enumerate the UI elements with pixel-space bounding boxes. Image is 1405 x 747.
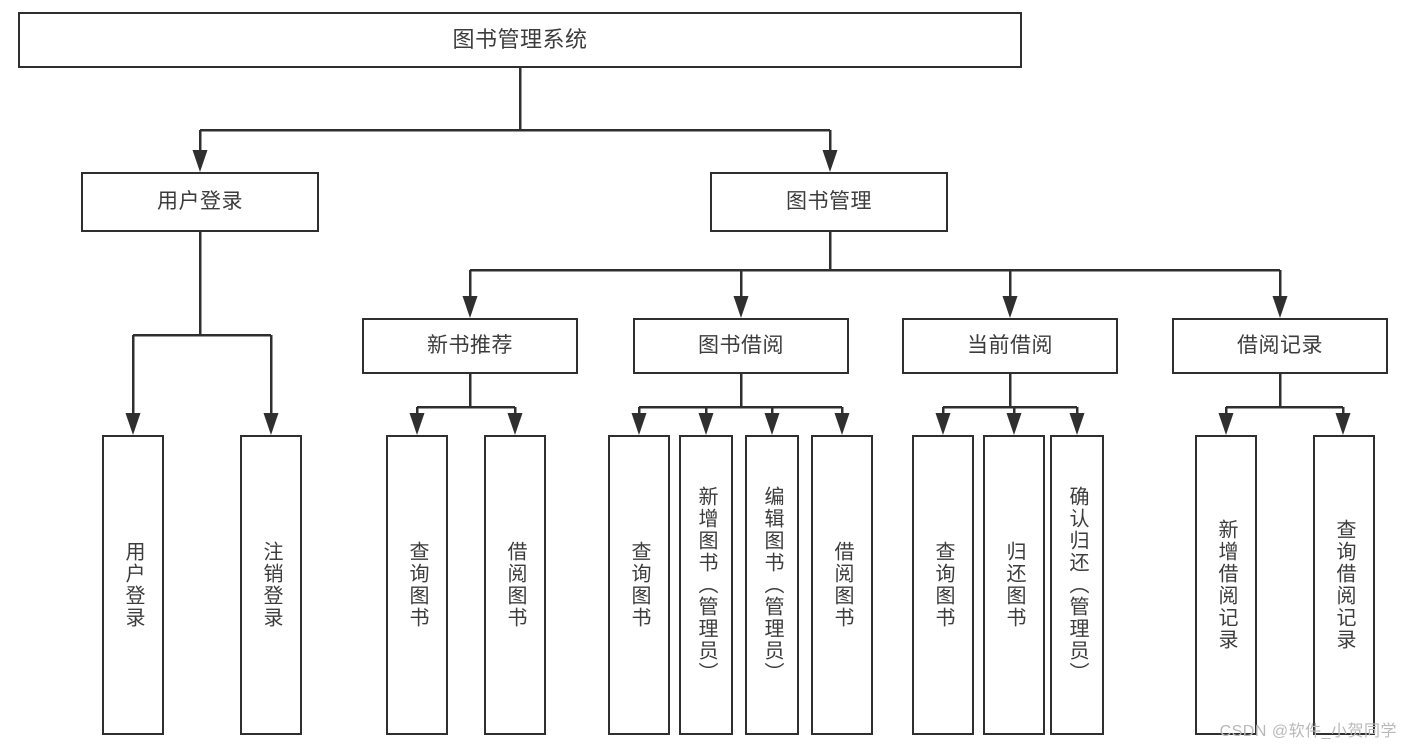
arrow-head <box>822 150 838 172</box>
node-root[interactable]: 图书管理系统 <box>18 12 1022 68</box>
leaf-node-12[interactable]: 查询借阅记录 <box>1313 435 1375 735</box>
node-label: 当前借阅 <box>967 334 1053 358</box>
arrow-head <box>698 413 714 435</box>
node-label: 借阅图书 <box>504 541 526 629</box>
leaf-node-6[interactable]: 编辑图书（管理员） <box>745 435 799 735</box>
node-label: 确认归还（管理员） <box>1066 486 1088 684</box>
node-label: 查询图书 <box>406 541 428 629</box>
arrow-head <box>462 296 478 318</box>
leaf-node-10[interactable]: 确认归还（管理员） <box>1050 435 1104 735</box>
arrow-head <box>263 413 279 435</box>
arrow-head <box>631 413 647 435</box>
node-label: 借阅记录 <box>1237 334 1323 358</box>
node-label: 编辑图书（管理员） <box>761 486 783 684</box>
leaf-node-9[interactable]: 归还图书 <box>983 435 1045 735</box>
node-l3-3[interactable]: 借阅记录 <box>1172 318 1388 374</box>
node-l3-1[interactable]: 图书借阅 <box>633 318 849 374</box>
arrow-head <box>1069 413 1085 435</box>
node-label: 查询借阅记录 <box>1333 519 1355 651</box>
arrow-head <box>834 413 850 435</box>
node-l2-0[interactable]: 用户登录 <box>81 172 319 232</box>
node-label: 查询图书 <box>628 541 650 629</box>
node-l3-0[interactable]: 新书推荐 <box>362 318 578 374</box>
arrow-head <box>1006 413 1022 435</box>
arrow-head <box>935 413 951 435</box>
node-label: 新增图书（管理员） <box>695 486 717 684</box>
arrow-head <box>1272 296 1288 318</box>
leaf-node-1[interactable]: 注销登录 <box>240 435 302 735</box>
arrow-head <box>1002 296 1018 318</box>
leaf-node-3[interactable]: 借阅图书 <box>484 435 546 735</box>
node-l2-1[interactable]: 图书管理 <box>710 172 948 232</box>
leaf-node-11[interactable]: 新增借阅记录 <box>1195 435 1257 735</box>
node-label: 图书借阅 <box>698 334 784 358</box>
node-label: 图书管理 <box>786 190 872 214</box>
node-label: 新书推荐 <box>427 334 513 358</box>
leaf-node-8[interactable]: 查询图书 <box>912 435 974 735</box>
arrow-head <box>1335 413 1351 435</box>
arrow-head <box>764 413 780 435</box>
arrow-head <box>125 413 141 435</box>
arrow-head <box>1218 413 1234 435</box>
node-label: 借阅图书 <box>831 541 853 629</box>
leaf-node-4[interactable]: 查询图书 <box>608 435 670 735</box>
node-label: 用户登录 <box>157 190 243 214</box>
node-label: 查询图书 <box>932 541 954 629</box>
node-label: 归还图书 <box>1003 541 1025 629</box>
node-label: 图书管理系统 <box>452 26 588 52</box>
leaf-node-7[interactable]: 借阅图书 <box>811 435 873 735</box>
node-l3-2[interactable]: 当前借阅 <box>902 318 1118 374</box>
leaf-node-5[interactable]: 新增图书（管理员） <box>679 435 733 735</box>
node-label: 新增借阅记录 <box>1215 519 1237 651</box>
arrow-head <box>507 413 523 435</box>
node-label: 注销登录 <box>260 541 282 629</box>
leaf-node-2[interactable]: 查询图书 <box>386 435 448 735</box>
node-label: 用户登录 <box>122 541 144 629</box>
arrow-head <box>733 296 749 318</box>
leaf-node-0[interactable]: 用户登录 <box>102 435 164 735</box>
arrow-head <box>409 413 425 435</box>
arrow-head <box>192 150 208 172</box>
